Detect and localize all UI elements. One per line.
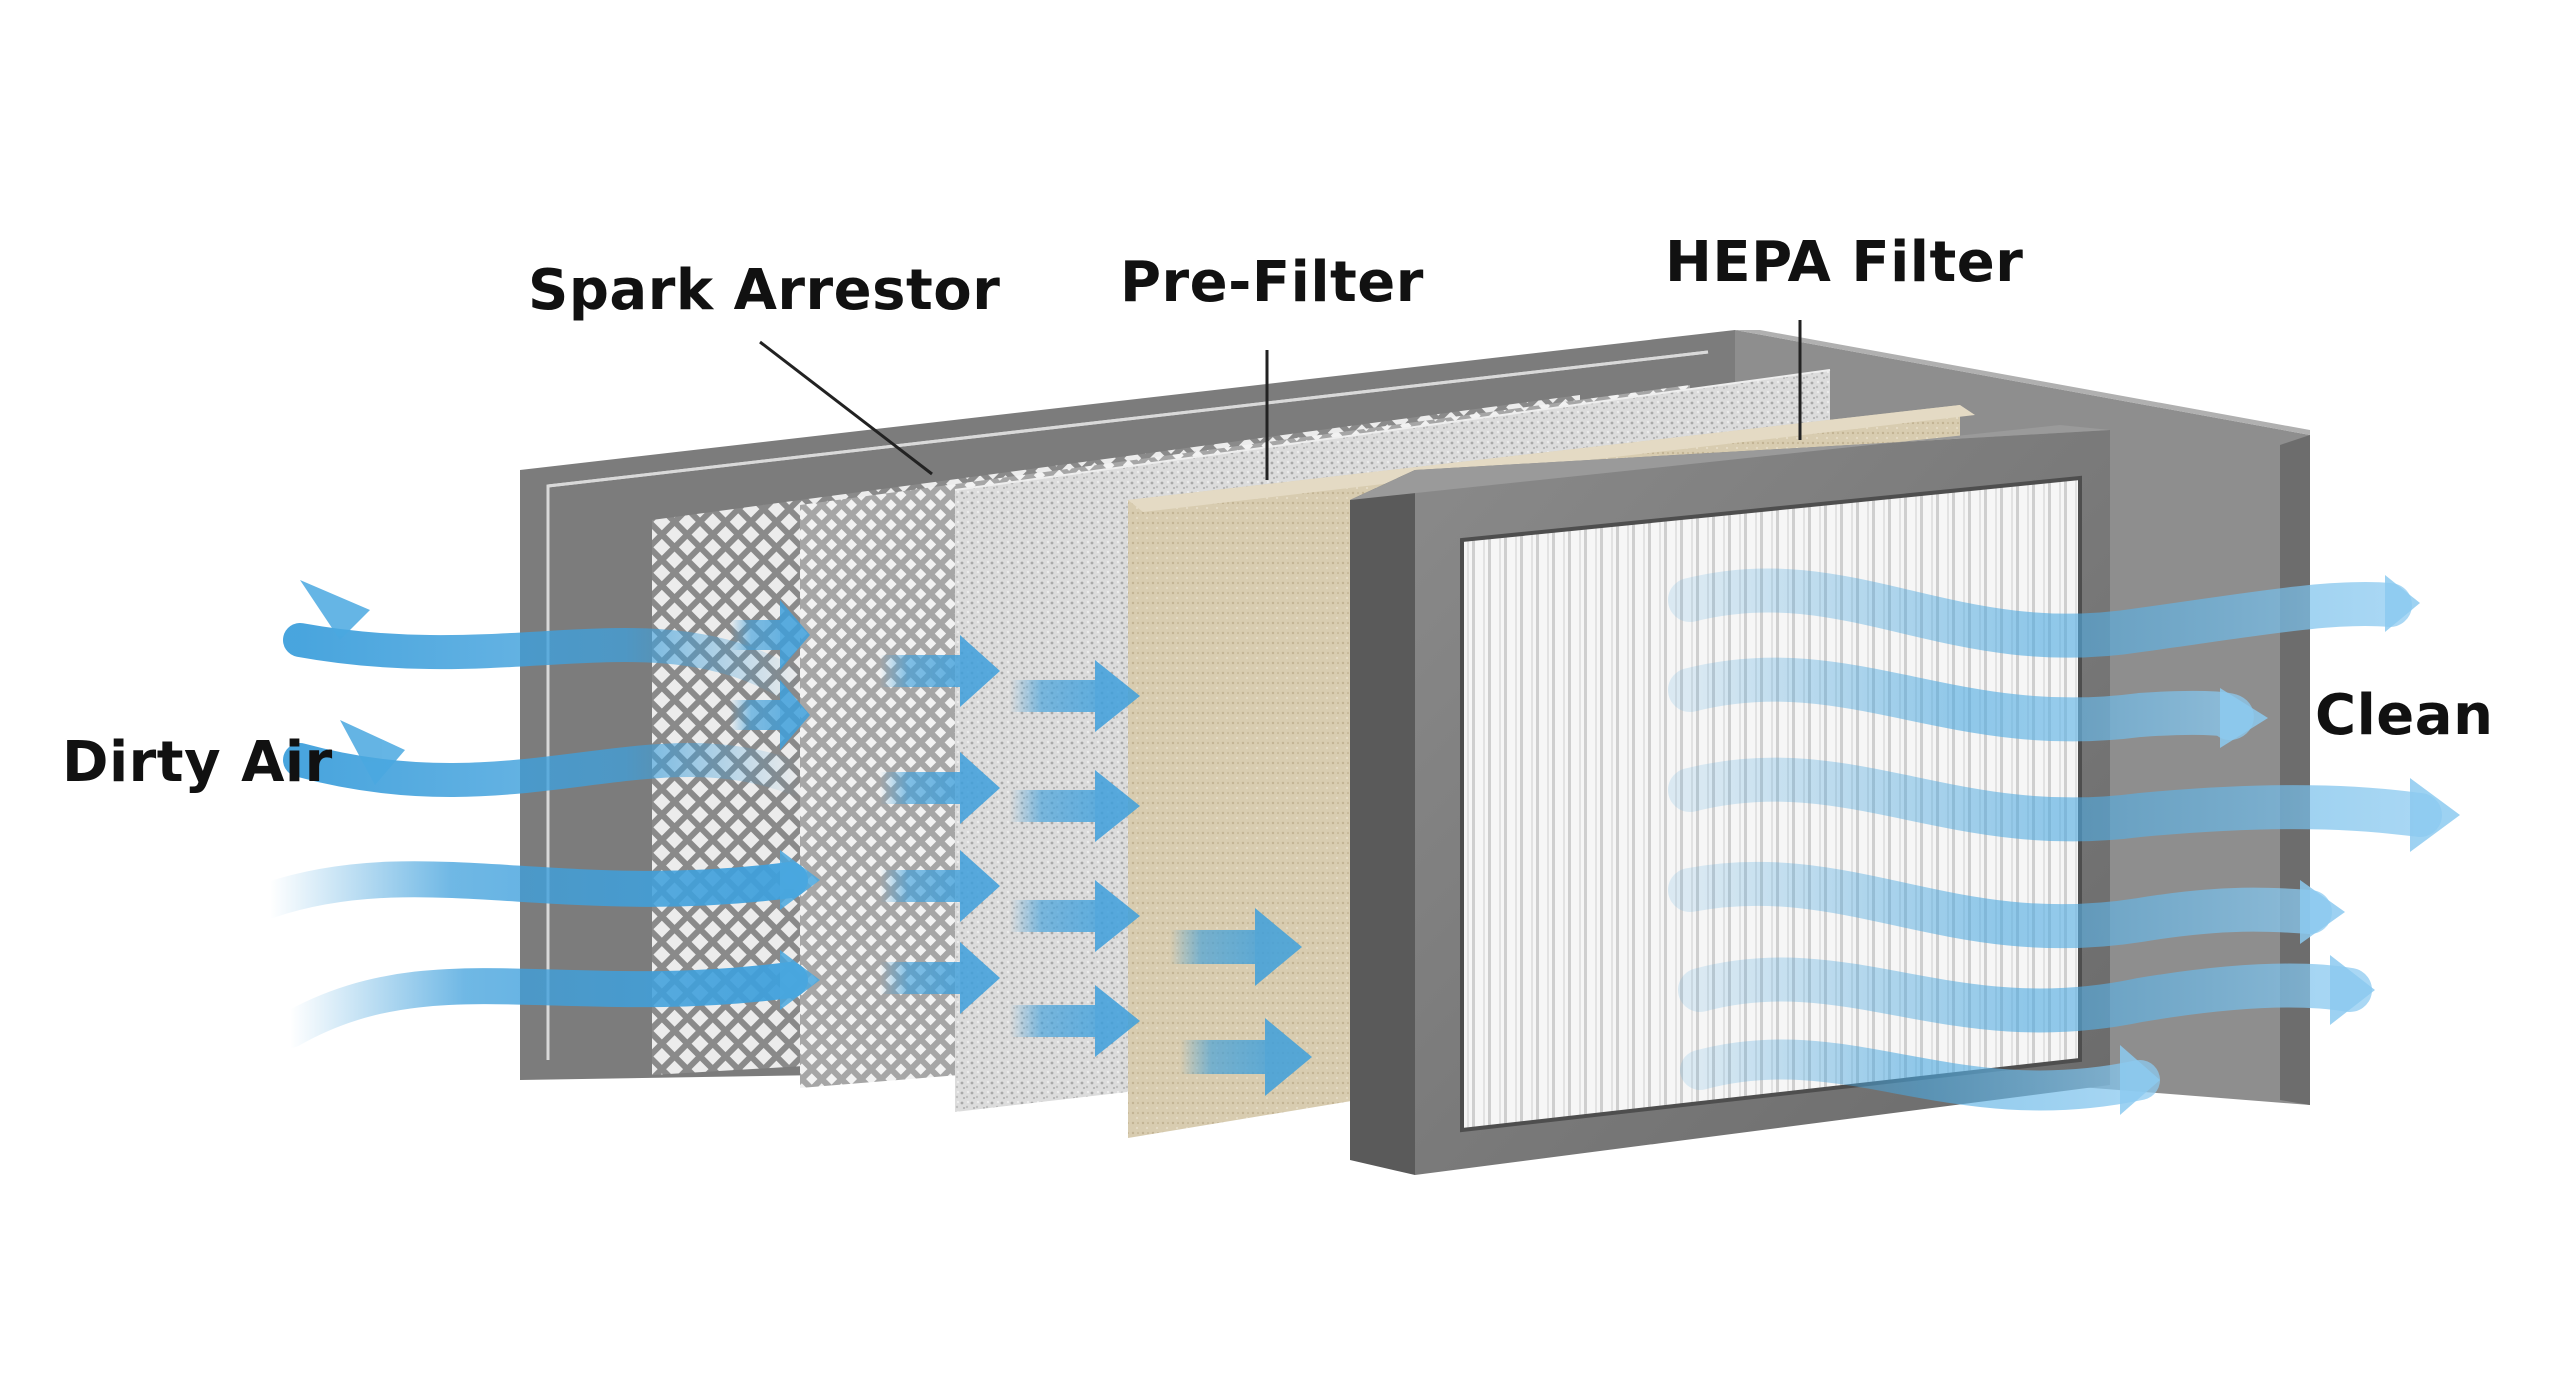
- hepa-filter-label: HEPA Filter: [1665, 230, 2024, 295]
- clean-air-arrowheads: [2120, 575, 2460, 1115]
- clean-air-arrows: [1668, 568, 2442, 1111]
- spark-arrestor-label: Spark Arrestor: [528, 258, 1001, 323]
- dirty-air-arrowheads: [300, 580, 820, 1010]
- pre-filter-label: Pre-Filter: [1120, 250, 1424, 315]
- dirty-air-arrows: [252, 623, 817, 1048]
- leader-lines: [759, 320, 1802, 480]
- dirty-air-label: Dirty Air: [62, 730, 333, 795]
- mid-stack-arrows: [730, 600, 1312, 1096]
- clean-air-label: Clean: [2315, 683, 2494, 748]
